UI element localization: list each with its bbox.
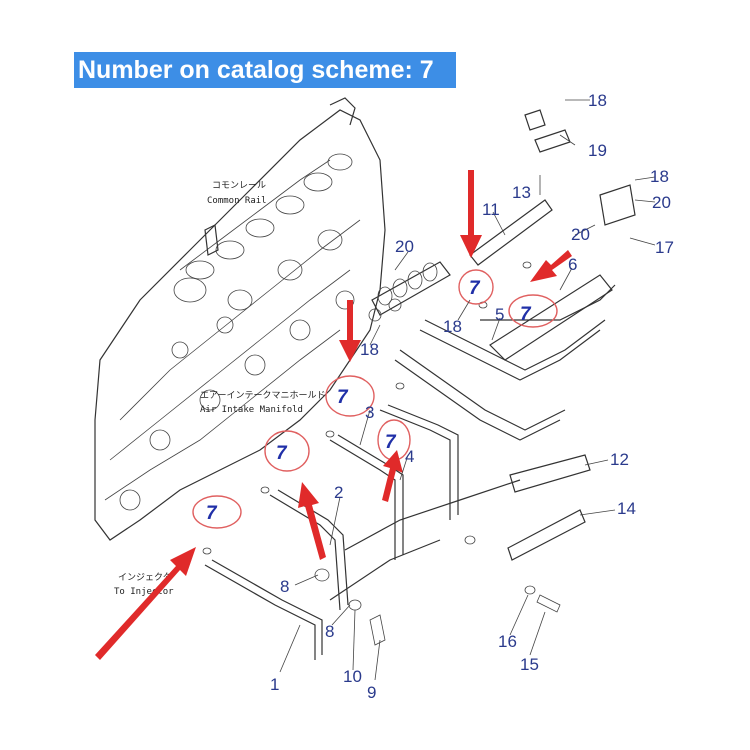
arrow-pointer (530, 250, 572, 282)
intake-manifold-en-label: Air Intake Manifold (200, 405, 303, 415)
intake-manifold-jp-label: エアーインテークマニホールド (200, 390, 325, 401)
highlight-circle (325, 375, 375, 417)
injector-jp-label: インジェクタ (118, 572, 172, 583)
callout-7-label: 7 (276, 443, 288, 464)
callout-7-label: 7 (206, 503, 218, 524)
leader-lines (279, 99, 656, 681)
arrow-pointer (298, 482, 326, 560)
injector-pipes-drawing (204, 284, 616, 660)
common-rail-en-label: Common Rail (207, 196, 267, 206)
arrow-pointer (95, 547, 196, 660)
part-number-12: 12 (610, 450, 629, 469)
part-number-3: 3 (365, 403, 374, 422)
part-number-5: 5 (495, 305, 504, 324)
highlight-circle (264, 430, 310, 472)
part-number-19: 19 (588, 141, 607, 160)
part-number-6: 6 (568, 255, 577, 274)
part-number-20: 20 (571, 225, 590, 244)
part-number-13: 13 (512, 183, 531, 202)
part-number-18: 18 (443, 317, 462, 336)
part-number-15: 15 (520, 655, 539, 674)
callout-7-label: 7 (469, 278, 481, 299)
arrow-pointer (339, 300, 361, 362)
red-arrows (95, 170, 572, 660)
part-number-2: 2 (334, 483, 343, 502)
part-number-16: 16 (498, 632, 517, 651)
engine-block-drawing (94, 97, 386, 541)
highlight-circle (458, 269, 494, 305)
arrow-pointer (460, 170, 482, 258)
part-number-labels: 1 2 3 4 5 6 8 8 9 10 11 12 13 14 15 16 1… (270, 91, 674, 702)
part-number-14: 14 (617, 499, 636, 518)
fuel-rail-drawing (368, 109, 636, 561)
part-number-10: 10 (343, 667, 362, 686)
part-number-18: 18 (588, 91, 607, 110)
highlight-circle (192, 495, 242, 529)
part-number-1: 1 (270, 675, 279, 694)
part-number-8: 8 (325, 622, 334, 641)
common-rail-jp-label: コモンレール (212, 181, 266, 191)
part-number-9: 9 (367, 683, 376, 702)
injector-en-label: To Injector (114, 587, 174, 597)
part-number-8: 8 (280, 577, 289, 596)
arrow-pointer (382, 450, 403, 502)
part-number-18: 18 (650, 167, 669, 186)
catalog-scheme-banner: Number on catalog scheme: 7 (74, 52, 456, 88)
callout-7-label: 7 (337, 387, 349, 408)
part-number-11: 11 (482, 200, 500, 219)
highlight-circle (508, 294, 558, 328)
part-number-17: 17 (655, 238, 674, 257)
part-number-20: 20 (652, 193, 671, 212)
part-number-20: 20 (395, 237, 414, 256)
part-number-18: 18 (360, 340, 379, 359)
part-number-4: 4 (405, 447, 414, 466)
callout-7-label: 7 (385, 432, 397, 453)
callout-7-label: 7 (520, 304, 532, 325)
